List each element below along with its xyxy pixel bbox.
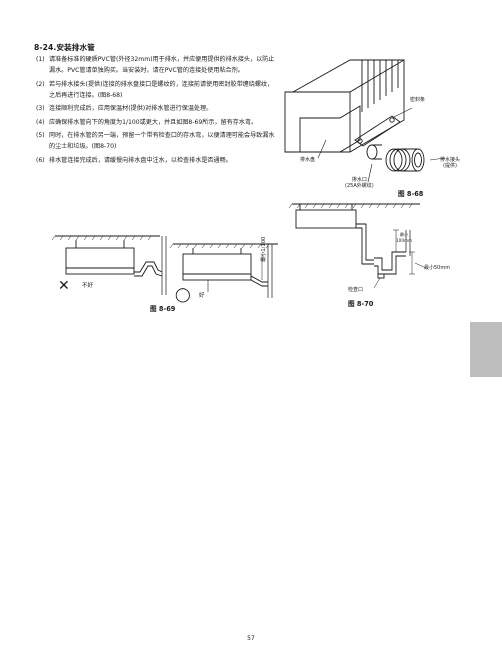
instruction-step: (3) 连接顺利完成后，应用保温材(提供)对排水管进行保温处理。 xyxy=(36,103,276,114)
step-text: 同时，在排水管的另一端，预留一个带有检查口的存水弯，以便清理可能会导致漏水的尘土… xyxy=(49,131,275,151)
step-number: (5) xyxy=(36,131,45,139)
instruction-step: (4) 应确保排水管向下的角度为1/100或更大，并且如图8-69所示，留有存水… xyxy=(36,117,276,128)
instruction-step: (6) 排水管连接完成后，请缓慢向排水盘中注水，以检查排水是否通畅。 xyxy=(36,155,276,166)
step-text: 应确保排水管向下的角度为1/100或更大，并且如图8-69所示，留有存水弯。 xyxy=(49,118,258,126)
step-number: (6) xyxy=(36,156,45,164)
drain-joint-text: 排水接头 (提供) xyxy=(440,157,461,170)
chapter-tab xyxy=(470,322,502,377)
seal-strip-label: 密封条 xyxy=(410,97,426,103)
step-number: (3) xyxy=(36,105,45,113)
good-mark: ◯ xyxy=(175,287,191,303)
vertical-min-text: 最小 100mm xyxy=(396,232,413,244)
step-text: 连接顺利完成后，应用保温材(提供)对排水管进行保温处理。 xyxy=(49,105,213,113)
drain-joint-label: 排水接头 (提供) xyxy=(440,157,460,170)
drain-outlet-label: 排水口 (25A外螺纹) xyxy=(345,177,374,190)
bad-label: 不好 xyxy=(82,283,94,289)
page-title: 8-24.安装排水管 xyxy=(34,43,95,52)
vertical-min-label: 最小 100mm xyxy=(396,232,412,245)
step-number: (4) xyxy=(36,118,45,126)
good-label: 好 xyxy=(199,293,205,299)
inspection-port-label: 检查口 xyxy=(348,287,364,293)
drain-pan-label: 排水盘 xyxy=(300,157,316,163)
figure-8-68-caption: 图 8-68 xyxy=(398,190,424,198)
step-text: 若与排水接头(提供)连接的排水盘接口是螺纹的，连接前请使用密封胶带缠绕螺纹，之后… xyxy=(49,80,274,99)
step-text: 请准备标准的硬质PVC管(外径32mm)用于排水，并应便用提供的排水接头，以防止… xyxy=(49,56,275,75)
instruction-list: (1) 请准备标准的硬质PVC管(外径32mm)用于排水，并应便用提供的排水接头… xyxy=(36,54,276,168)
min-50mm-label: 最小50mm xyxy=(424,265,451,271)
page-number: 57 xyxy=(247,635,255,642)
drain-outlet-text: 排水口 (25A外螺纹) xyxy=(345,177,374,190)
step-text: 排水管连接完成后，请缓慢向排水盘中注水，以检查排水是否通畅。 xyxy=(49,156,232,164)
step-number: (2) xyxy=(36,80,45,88)
bad-mark: ✕ xyxy=(58,278,70,294)
figure-8-70-caption: 图 8-70 xyxy=(348,300,374,308)
instruction-step: (5) 同时，在排水管的另一端，预留一个带有检查口的存水弯，以便清理可能会导致漏… xyxy=(36,130,276,152)
step-number: (1) xyxy=(36,56,45,63)
instruction-step: (1) 请准备标准的硬质PVC管(外径32mm)用于排水，并应便用提供的排水接头… xyxy=(36,54,276,76)
figure-8-69-caption: 图 8-69 xyxy=(150,305,176,313)
instruction-step: (2) 若与排水接头(提供)连接的排水盘接口是螺纹的，连接前请使用密封胶带缠绕螺… xyxy=(36,79,276,101)
